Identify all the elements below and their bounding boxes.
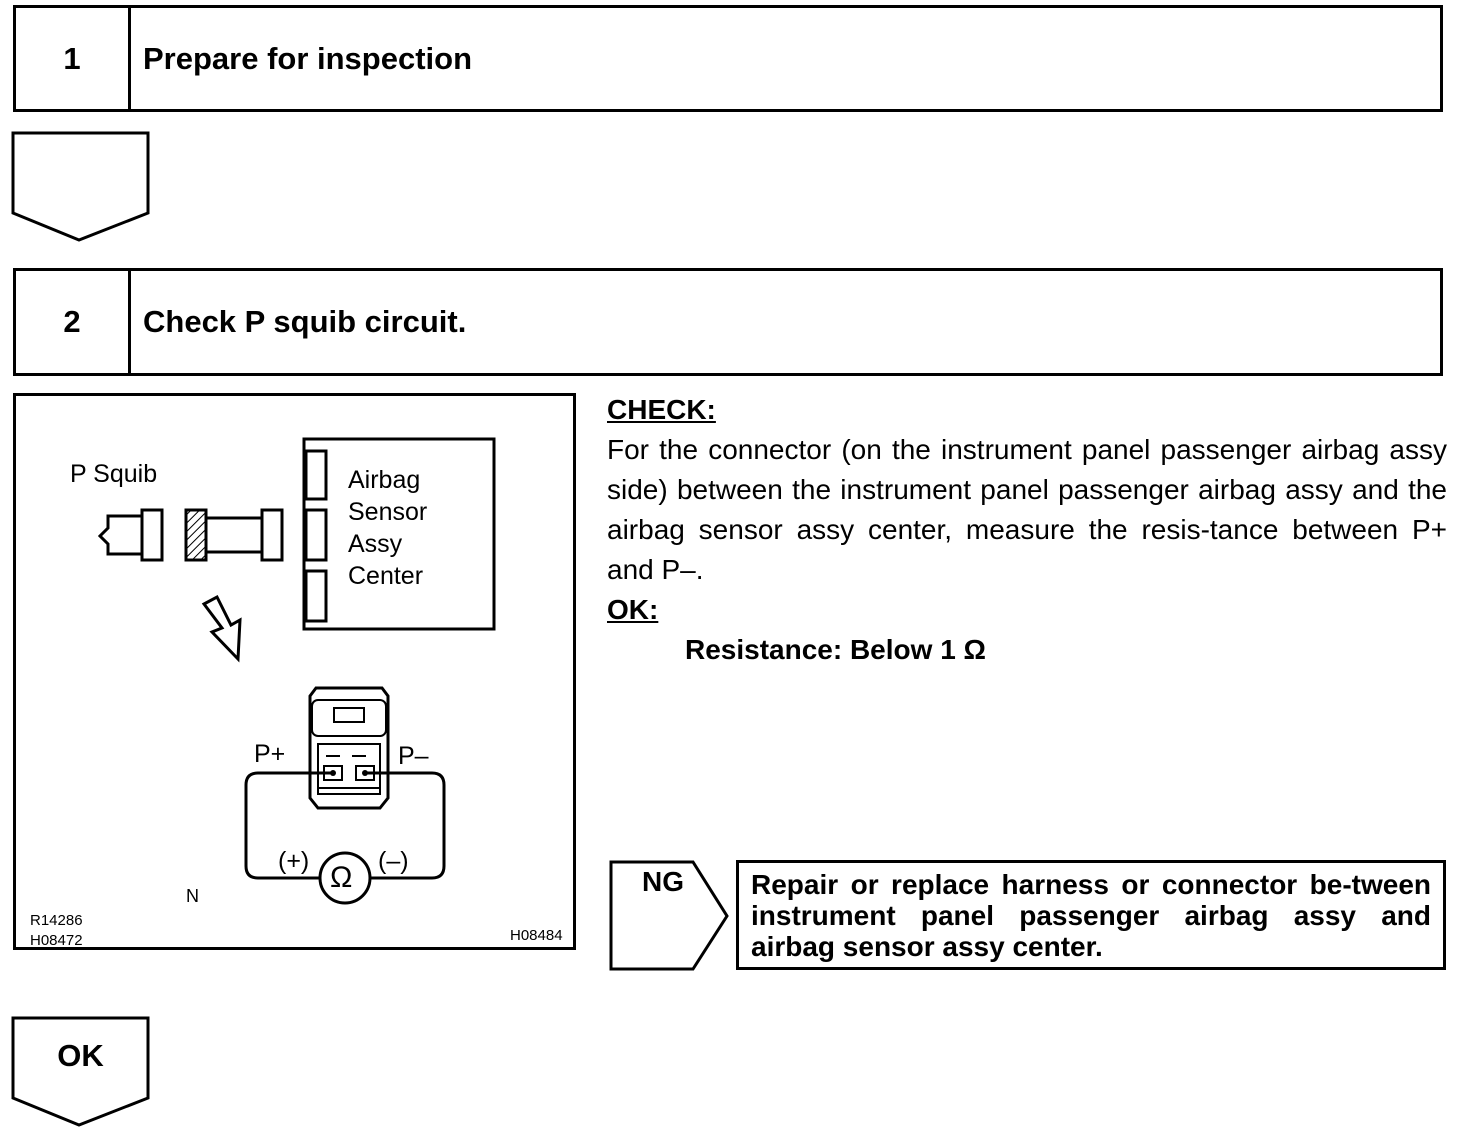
step-title: Prepare for inspection xyxy=(143,40,473,76)
step-1-header: 1 Prepare for inspection xyxy=(13,5,1443,112)
figure-code-1: R14286 xyxy=(30,912,83,929)
ng-action-box: Repair or replace harness or connector b… xyxy=(736,860,1446,970)
circuit-figure: P Squib Airbag Sensor Assy Center P+ P– … xyxy=(13,393,576,950)
p-squib-label: P Squib xyxy=(70,460,158,488)
step-2-header: 2 Check P squib circuit. xyxy=(13,268,1443,376)
ohmmeter-icon: Ω xyxy=(330,861,353,894)
ng-arrow-icon xyxy=(609,860,729,971)
meter-plus-label: (+) xyxy=(278,847,310,875)
check-heading: CHECK: xyxy=(607,394,716,425)
sensor-label-line-1: Airbag xyxy=(348,466,421,494)
check-section: CHECK: For the connector (on the instrum… xyxy=(607,390,1447,670)
ok-spec: Resistance: Below 1 Ω xyxy=(685,634,986,665)
ok-arrow-label: OK xyxy=(57,1038,104,1073)
figure-code-2: H08472 xyxy=(30,932,83,949)
sensor-label-line-4: Center xyxy=(348,562,424,590)
sensor-label-line-2: Sensor xyxy=(348,498,428,526)
n-mark: N xyxy=(186,886,199,906)
terminal-minus-label: P– xyxy=(398,742,429,770)
figure-code-3: H08484 xyxy=(510,927,563,944)
check-instructions: For the connector (on the instrument pan… xyxy=(607,434,1447,585)
ok-heading: OK: xyxy=(607,594,659,625)
step-title: Check P squib circuit. xyxy=(143,304,467,339)
flow-arrow-icon xyxy=(11,131,150,242)
sensor-label-line-3: Assy xyxy=(348,530,403,558)
ok-arrow-icon xyxy=(11,1016,150,1127)
meter-minus-label: (–) xyxy=(378,847,409,875)
step-number: 2 xyxy=(16,271,131,373)
step-number: 1 xyxy=(16,8,131,109)
squib-connector-diagram xyxy=(97,437,496,905)
ng-label: NG xyxy=(642,866,684,897)
terminal-plus-label: P+ xyxy=(254,740,286,768)
